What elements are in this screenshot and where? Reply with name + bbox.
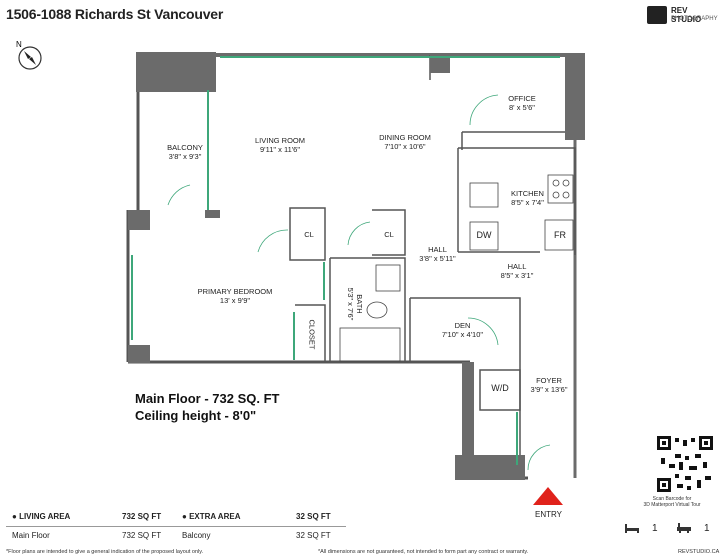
brand-logo: REV STUDIO PHOTOGRAPHY [647,4,718,30]
wall-block [462,362,474,478]
dishwasher-label: DW [476,230,492,240]
wall-block [128,210,150,230]
wall-block [430,55,450,73]
room-closet: CLOSET [307,319,317,350]
table-divider [6,526,346,527]
living-area-value: 732 SQ FT [122,512,162,521]
bath-icon [677,523,691,533]
main-floor-value: 732 SQ FT [122,531,162,540]
extra-area-value: 32 SQ FT [296,512,331,521]
wall-block [455,455,525,480]
wall-block [128,345,150,363]
bed-count: 1 [652,523,658,534]
floor-summary: Main Floor - 732 SQ. FT Ceiling height -… [135,390,279,424]
compass-icon: N [16,40,42,70]
entry-arrow [533,487,563,505]
living-area-label: ● LIVING AREA [12,512,71,521]
footer-disclaimer-mid: *All dimensions are not guaranteed, not … [318,549,529,555]
washer-dryer-label: W/D [491,383,509,393]
fridge-label: FR [554,230,566,240]
main-floor-label: Main Floor [12,531,50,540]
wall-block [205,210,220,218]
door-swings [167,94,551,471]
floor-area-text: Main Floor - 732 SQ. FT [135,391,280,406]
compass-label: N [16,40,22,49]
ceiling-height-text: Ceiling height - 8'0" [135,408,257,423]
wall-block [136,52,216,92]
extra-area-label: ● EXTRA AREA [182,512,241,521]
bath-count: 1 [704,523,710,534]
room-closet-2: CL [384,230,394,239]
windows [131,56,560,465]
wall-block [565,55,585,140]
brand-tagline: PHOTOGRAPHY [671,16,718,22]
footer-disclaimer-left: *Floor plans are intended to give a gene… [6,549,204,555]
balcony-label: Balcony [182,531,211,540]
footer-site: REVSTUDIO.CA [678,549,720,555]
balcony-value: 32 SQ FT [296,531,331,540]
qr-code-icon [657,436,713,492]
entry-label: ENTRY [535,510,562,519]
kitchen-fixtures [339,174,574,362]
room-closet-1: CL [304,230,314,239]
area-table: ● LIVING AREA 732 SQ FT ● EXTRA AREA 32 … [6,510,346,546]
camera-icon [647,6,667,24]
bed-icon [625,524,639,533]
page-title: 1506-1088 Richards St Vancouver [6,6,224,22]
brand-name: REV STUDIO [671,6,702,24]
